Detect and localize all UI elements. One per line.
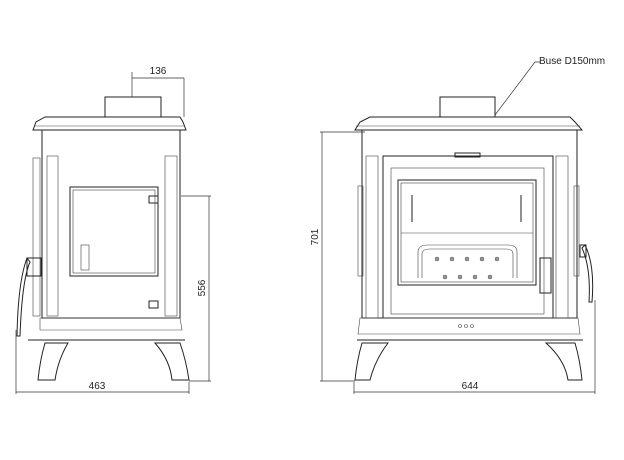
side-view bbox=[16, 96, 190, 381]
front-leg-right bbox=[544, 342, 583, 381]
front-flue bbox=[439, 96, 496, 118]
dim-total-height: 701 bbox=[310, 228, 321, 245]
side-flue bbox=[104, 96, 162, 118]
front-view bbox=[354, 96, 594, 381]
front-handle bbox=[581, 244, 594, 303]
side-leg-left bbox=[37, 342, 69, 381]
dim-side-height: 556 bbox=[197, 279, 208, 296]
side-top-plate bbox=[32, 116, 187, 131]
side-leg-right bbox=[153, 342, 190, 381]
side-handle bbox=[16, 256, 31, 337]
side-body bbox=[41, 129, 181, 319]
front-glass bbox=[397, 179, 537, 286]
front-body bbox=[361, 129, 578, 319]
door-latch bbox=[539, 257, 552, 294]
front-top-plate bbox=[354, 116, 584, 131]
flue-leader-line bbox=[494, 61, 540, 116]
control-dots bbox=[458, 324, 474, 328]
air-holes bbox=[434, 256, 500, 280]
dimension-lines bbox=[15, 61, 596, 394]
flue-label: Buse D150mm bbox=[539, 56, 605, 67]
side-window bbox=[69, 186, 159, 277]
dim-front-width: 644 bbox=[462, 381, 479, 392]
dim-flue-offset: 136 bbox=[150, 66, 167, 77]
front-leg-left bbox=[354, 342, 390, 381]
dim-side-width: 463 bbox=[89, 381, 106, 392]
